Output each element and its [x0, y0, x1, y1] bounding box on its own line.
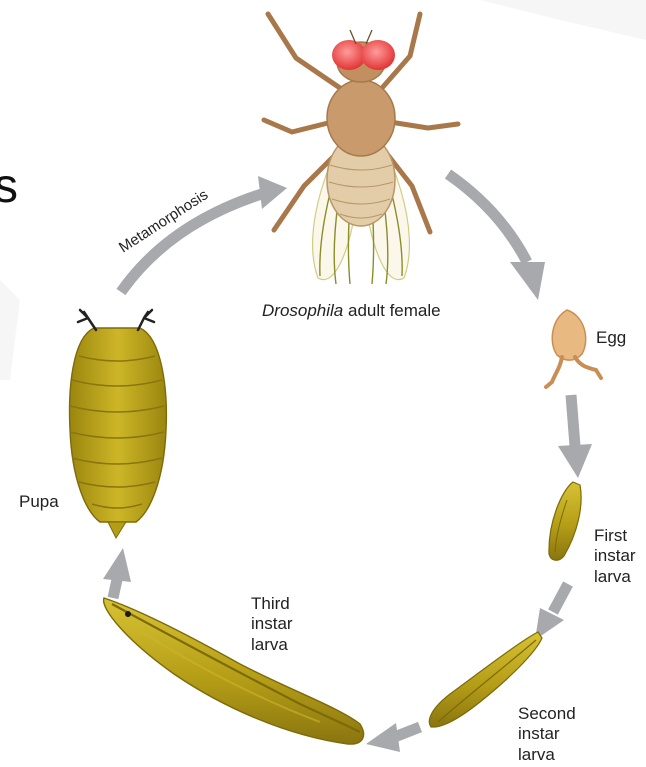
egg-illustration: [546, 310, 601, 387]
third-instar-label: Third instar larva: [251, 594, 293, 655]
pupa-illustration: [70, 310, 167, 538]
arrow-adult-to-egg: [448, 174, 527, 262]
arrow-first-to-second: [553, 584, 568, 612]
partial-heading-text: s: [0, 158, 18, 216]
first-instar-label: First instar larva: [594, 526, 636, 587]
larva-eye-icon: [125, 611, 131, 617]
pupa-label: Pupa: [19, 492, 59, 512]
arrow-egg-to-first: [571, 395, 575, 446]
adult-female-text: adult female: [343, 301, 440, 320]
adult-fly-illustration: [264, 14, 458, 284]
right-eye-icon: [361, 40, 395, 70]
species-name: Drosophila: [262, 301, 343, 320]
left-eye-icon: [332, 40, 366, 70]
third-instar-larva-illustration: [104, 598, 364, 744]
egg-label: Egg: [596, 328, 626, 348]
second-instar-label: Second instar larva: [518, 704, 576, 765]
adult-female-label: Drosophila adult female: [262, 301, 441, 321]
first-instar-larva-illustration: [549, 482, 581, 560]
